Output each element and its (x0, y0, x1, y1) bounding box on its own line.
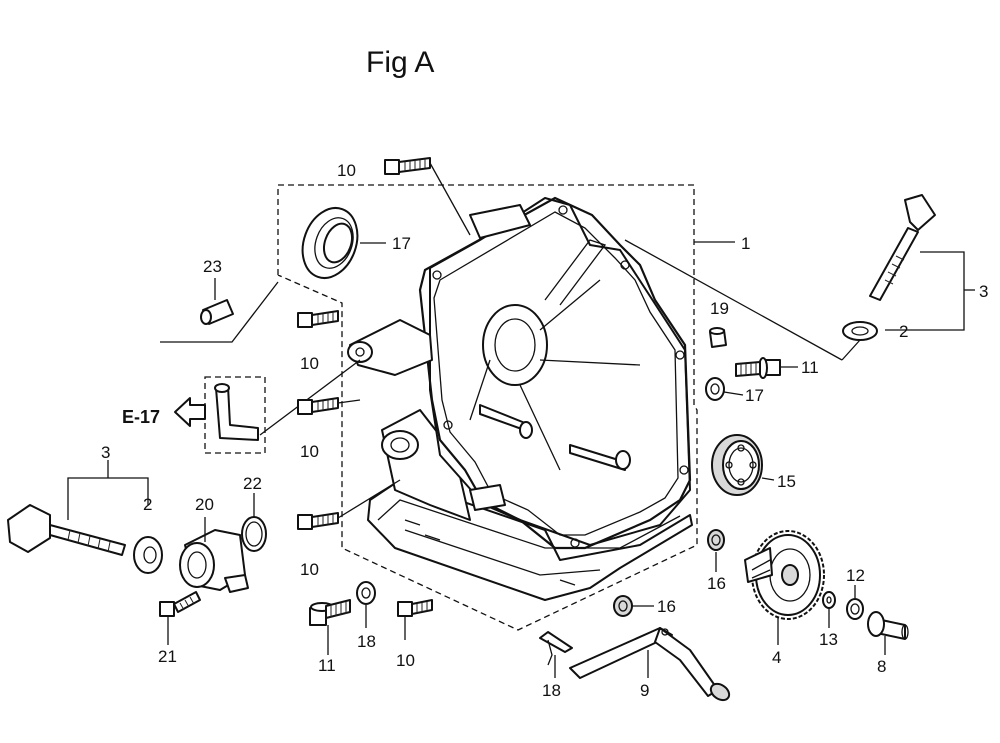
clip-part-18 (539, 631, 573, 678)
callout-10: 10 (337, 161, 356, 180)
callout-labels: 10 17 23 10 10 10 10 E-17 3 2 20 22 21 1… (101, 161, 988, 700)
callout-3: 3 (101, 443, 110, 462)
crankcase-cover (347, 196, 693, 601)
oring-part-2-right (624, 239, 878, 361)
callout-4: 4 (772, 648, 781, 667)
figure-title: Fig A (366, 46, 434, 79)
callout-18: 18 (542, 681, 561, 700)
dipstick-part-3-left (7, 460, 149, 556)
callout-11: 11 (318, 656, 336, 675)
nut-part-16-bottom (613, 595, 654, 617)
callout-10: 10 (300, 442, 319, 461)
callout-11: 11 (801, 358, 819, 377)
flange-bolt-part-11-bottom (309, 599, 351, 655)
callout-21: 21 (158, 647, 177, 666)
oil-seal-part-15 (301, 207, 386, 279)
bolt-part-10-left-upper (297, 310, 339, 328)
callout-9: 9 (640, 681, 649, 700)
callout-14: 15 (777, 472, 796, 491)
callout-3: 3 (979, 282, 988, 301)
bolt-part-10-left-middle (297, 397, 361, 415)
washer-part-17-right (705, 377, 744, 401)
washer-part-13 (822, 591, 836, 628)
callout-13: 13 (819, 630, 838, 649)
bolt-part-10-left-lower (297, 479, 401, 530)
assembly-boundary (277, 184, 735, 631)
callout-10: 10 (300, 354, 319, 373)
governor-shaft-part-8 (867, 611, 909, 655)
filler-neck-part-20 (179, 517, 249, 593)
callout-17: 17 (745, 386, 764, 405)
callout-12: 12 (846, 566, 865, 585)
dowel-pin-part-23 (160, 278, 279, 343)
washer-part-17-bottom (356, 581, 376, 628)
dipstick-part-3-right (869, 194, 975, 331)
callout-16: 16 (657, 597, 676, 616)
callout-1: 1 (741, 234, 750, 253)
callout-23: 23 (203, 257, 222, 276)
washer-part-12 (846, 585, 864, 620)
dowel-part-19 (709, 327, 727, 348)
governor-arm-part-9 (569, 627, 731, 702)
callout-17: 18 (357, 632, 376, 651)
governor-gear-part-4 (744, 530, 825, 645)
bolt-part-10-top (384, 157, 471, 236)
oring-part-22 (241, 493, 267, 552)
flange-bolt-part-11-right (735, 357, 798, 379)
breather-tube-ref (174, 359, 361, 454)
bolt-part-21 (159, 591, 201, 645)
bolt-part-10-bottom (397, 599, 433, 640)
callout-10: 10 (300, 560, 319, 579)
callout-15: 17 (392, 234, 411, 253)
oring-part-2-left (133, 536, 163, 574)
callout-22: 22 (243, 474, 262, 493)
bearing-part-14 (711, 434, 775, 496)
nut-part-16-right (707, 529, 725, 572)
callout-2: 2 (899, 322, 908, 341)
reference-e17: E-17 (122, 407, 160, 427)
callout-10: 10 (396, 651, 415, 670)
callout-8: 8 (877, 657, 886, 676)
callout-20: 20 (195, 495, 214, 514)
callout-19: 19 (710, 299, 729, 318)
callout-16: 16 (707, 574, 726, 593)
callout-2: 2 (143, 495, 152, 514)
